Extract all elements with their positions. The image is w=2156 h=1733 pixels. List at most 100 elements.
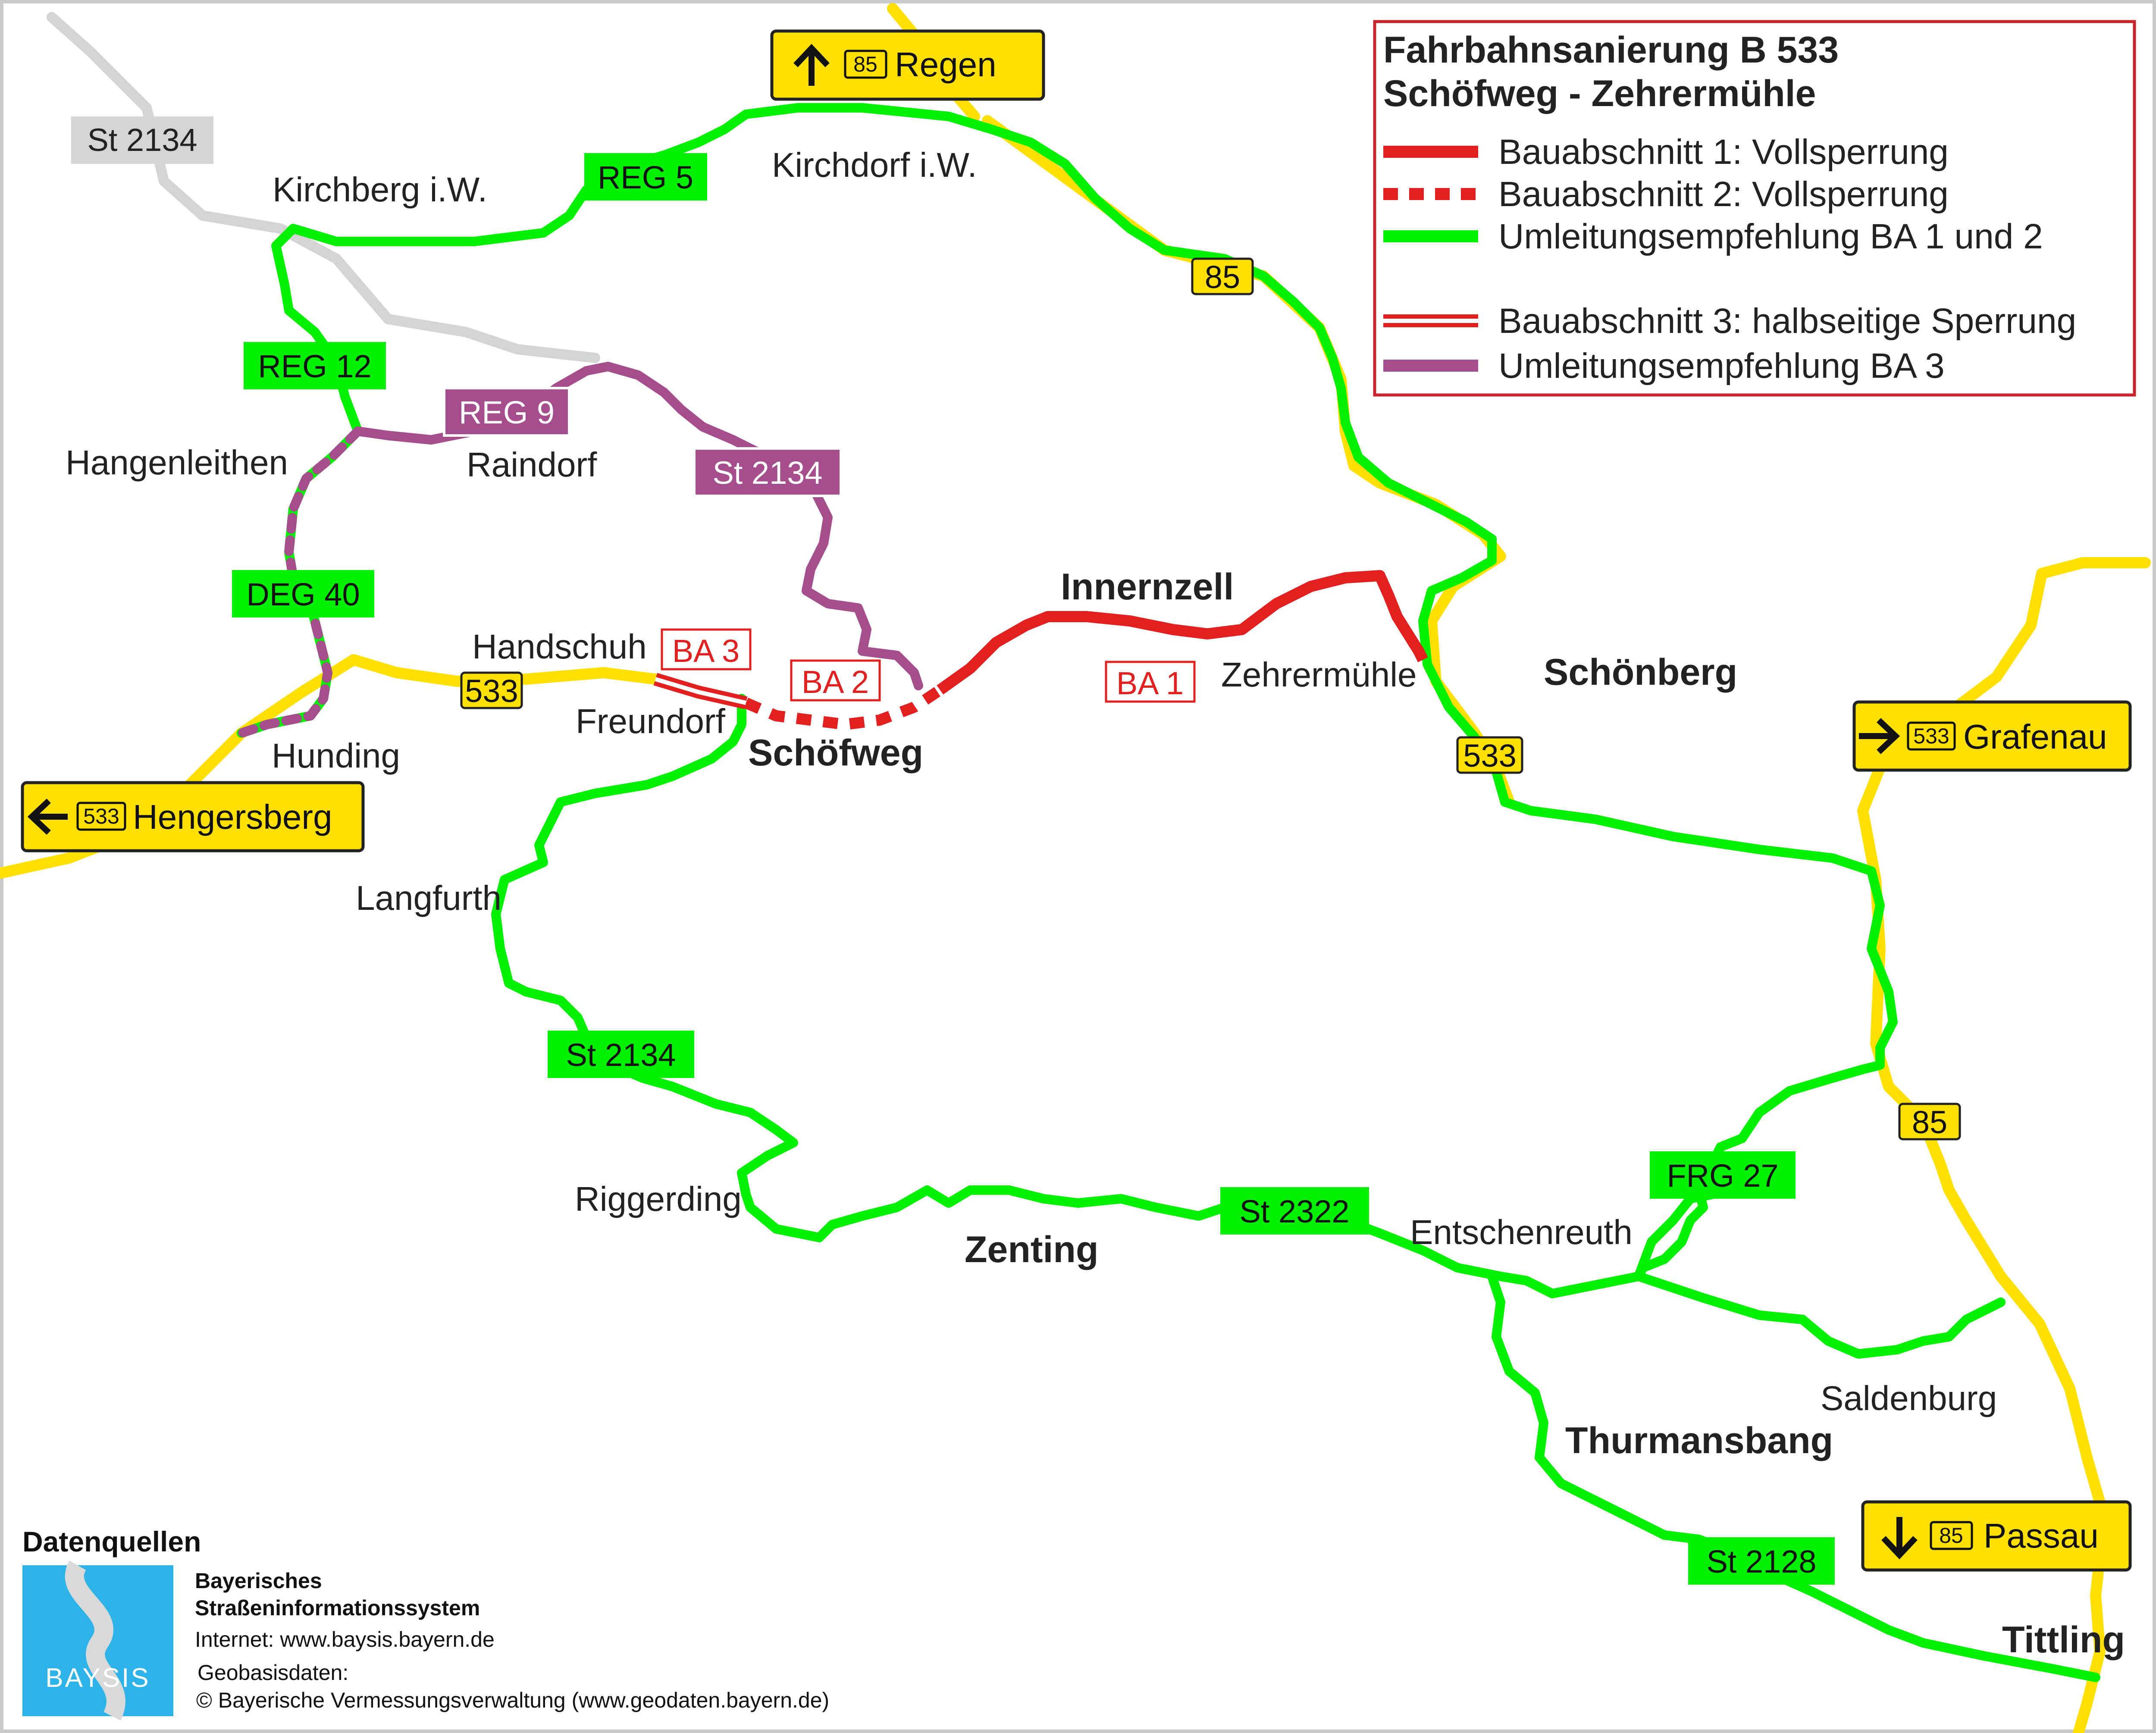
place-hangenleithen: Hangenleithen xyxy=(66,443,288,482)
place-zenting: Zenting xyxy=(965,1229,1099,1270)
legend-item-ba1: Bauabschnitt 1: Vollsperrung xyxy=(1383,132,1949,172)
source-geodata-label: Geobasisdaten: xyxy=(197,1661,348,1685)
legend-item-ba3: Bauabschnitt 3: halbseitige Sperrung xyxy=(1383,301,2076,341)
section-tag-text: BA 2 xyxy=(802,664,869,700)
route-label-st2322: St 2322 xyxy=(1220,1187,1369,1235)
place-thurmansbang: Thurmansbang xyxy=(1565,1420,1833,1461)
left-arrow-icon xyxy=(27,799,68,835)
route-label-text: DEG 40 xyxy=(246,577,360,612)
road-number-shield xyxy=(1907,721,1956,751)
place-zehrermuehle: Zehrermühle xyxy=(1221,655,1417,694)
route-label-st2128: St 2128 xyxy=(1688,1537,1835,1585)
road-number-shield xyxy=(76,802,126,831)
route-label-text: St 2134 xyxy=(87,122,197,158)
up-arrow-icon xyxy=(793,44,830,86)
legend-label: Bauabschnitt 3: halbseitige Sperrung xyxy=(1498,301,2076,341)
baysis-logo: BAYSIS xyxy=(22,1561,173,1720)
place-hunding: Hunding xyxy=(272,736,400,775)
route-label-text: St 2128 xyxy=(1706,1544,1816,1579)
sign-road-number: 533 xyxy=(83,804,119,828)
sign-destination: Grafenau xyxy=(1963,718,2107,756)
route-label-reg9: REG 9 xyxy=(443,387,570,437)
road-number-label: 533 xyxy=(465,673,518,709)
legend-subtitle: Schöfweg - Zehrermühle xyxy=(1383,73,1816,114)
route-labels: St 2134 REG 5 REG 12 REG 9 St 2134 DEG 4… xyxy=(71,116,1835,1585)
route-label-text: St 2134 xyxy=(712,455,822,491)
route-label-text: REG 12 xyxy=(258,348,371,384)
green-detour-b533-east xyxy=(1500,797,1898,1281)
place-raindorf: Raindorf xyxy=(467,445,597,484)
route-label-st2134-green: St 2134 xyxy=(548,1031,694,1078)
closure-ba1 xyxy=(937,570,1428,695)
legend-label: Bauabschnitt 2: Vollsperrung xyxy=(1498,175,1949,214)
legend: Fahrbahnsanierung B 533 Schöfweg - Zehre… xyxy=(1373,20,2136,397)
place-kirchdorf: Kirchdorf i.W. xyxy=(772,146,977,184)
place-tittling: Tittling xyxy=(2002,1619,2125,1661)
direction-sign-hengersberg: 533 Hengersberg xyxy=(21,781,365,852)
legend-item-detour-ba12: Umleitungsempfehlung BA 1 und 2 xyxy=(1383,217,2043,256)
road-number-label: 533 xyxy=(1463,738,1516,774)
road-number-shield xyxy=(1930,1521,1973,1550)
closure-ba2 xyxy=(743,685,943,730)
source-org-line1: Bayerisches xyxy=(195,1569,322,1593)
route-label-text: REG 9 xyxy=(459,395,555,430)
road-shield-b533-east: 533 xyxy=(1456,736,1523,774)
section-tag-text: BA 3 xyxy=(672,633,740,669)
sign-road-number: 533 xyxy=(1913,724,1949,748)
green-detour-st2128 xyxy=(1634,1272,2006,1359)
route-label-st2134-purple: St 2134 xyxy=(693,447,842,497)
legend-label: Umleitungsempfehlung BA 3 xyxy=(1498,346,1945,385)
route-label-frg27: FRG 27 xyxy=(1650,1151,1796,1199)
section-tags: BA 3 BA 2 BA 1 xyxy=(661,628,1196,703)
legend-item-detour-ba3: Umleitungsempfehlung BA 3 xyxy=(1383,346,1945,385)
route-label-reg5: REG 5 xyxy=(584,153,707,201)
place-schoefweg: Schöfweg xyxy=(748,732,923,774)
sign-road-number: 85 xyxy=(853,52,877,76)
source-internet: Internet: www.baysis.bayern.de xyxy=(195,1627,495,1652)
direction-sign-regen: 85 Regen xyxy=(770,29,1045,101)
route-label-st2134-grey: St 2134 xyxy=(71,116,213,164)
closure-layer xyxy=(653,570,1428,730)
data-sources-title: Datenquellen xyxy=(22,1526,201,1558)
road-number-label: 85 xyxy=(1205,259,1240,295)
legend-label: Umleitungsempfehlung BA 1 und 2 xyxy=(1498,217,2043,256)
direction-sign-passau: 85 Passau xyxy=(1861,1500,2132,1572)
route-label-deg40: DEG 40 xyxy=(232,570,374,617)
route-label-text: FRG 27 xyxy=(1667,1158,1778,1194)
place-saldenburg: Saldenburg xyxy=(1821,1379,1997,1417)
closure-ba3-inner xyxy=(655,677,747,705)
direction-sign-grafenau: 533 Grafenau xyxy=(1852,700,2132,772)
baysis-logo-text: BAYSIS xyxy=(45,1663,150,1693)
place-schoenberg: Schönberg xyxy=(1544,652,1737,693)
road-number-shield xyxy=(844,50,887,79)
grey-road-st2134-branch xyxy=(275,223,600,363)
road-shield-b85-top: 85 xyxy=(1191,257,1254,295)
green-detour-b85-b533 xyxy=(720,103,1510,807)
sign-destination: Passau xyxy=(1984,1517,2099,1555)
right-arrow-icon xyxy=(1859,718,1900,754)
place-riggerding: Riggerding xyxy=(575,1180,742,1218)
sign-destination: Hengersberg xyxy=(133,798,332,836)
legend-title: Fahrbahnsanierung B 533 xyxy=(1383,29,1839,71)
source-org-line2: Straßeninformationssystem xyxy=(195,1596,480,1620)
route-label-text: REG 5 xyxy=(598,160,693,195)
place-kirchberg: Kirchberg i.W. xyxy=(273,170,487,209)
place-handschuh: Handschuh xyxy=(472,627,647,666)
section-tag-ba1: BA 1 xyxy=(1105,661,1196,703)
route-label-reg12: REG 12 xyxy=(244,342,386,389)
legend-item-ba2: Bauabschnitt 2: Vollsperrung xyxy=(1383,175,1949,214)
section-tag-text: BA 1 xyxy=(1116,665,1184,701)
place-names: Kirchberg i.W. Kirchdorf i.W. Hangenleit… xyxy=(66,146,2125,1661)
road-shield-b533-west: 533 xyxy=(460,671,523,709)
road-shield-b85-east: 85 xyxy=(1898,1103,1961,1141)
place-innernzell: Innernzell xyxy=(1061,566,1234,608)
place-langfurth: Langfurth xyxy=(356,879,501,917)
place-freundorf: Freundorf xyxy=(576,702,726,740)
section-tag-ba2: BA 2 xyxy=(790,659,881,702)
legend-label: Bauabschnitt 1: Vollsperrung xyxy=(1498,132,1949,172)
source-geodata-credit: © Bayerische Vermessungsverwaltung (www.… xyxy=(196,1688,829,1712)
place-entschenreuth: Entschenreuth xyxy=(1410,1213,1633,1251)
sign-destination: Regen xyxy=(895,45,997,84)
green-detour-thurmansbang xyxy=(1487,1272,2100,1682)
